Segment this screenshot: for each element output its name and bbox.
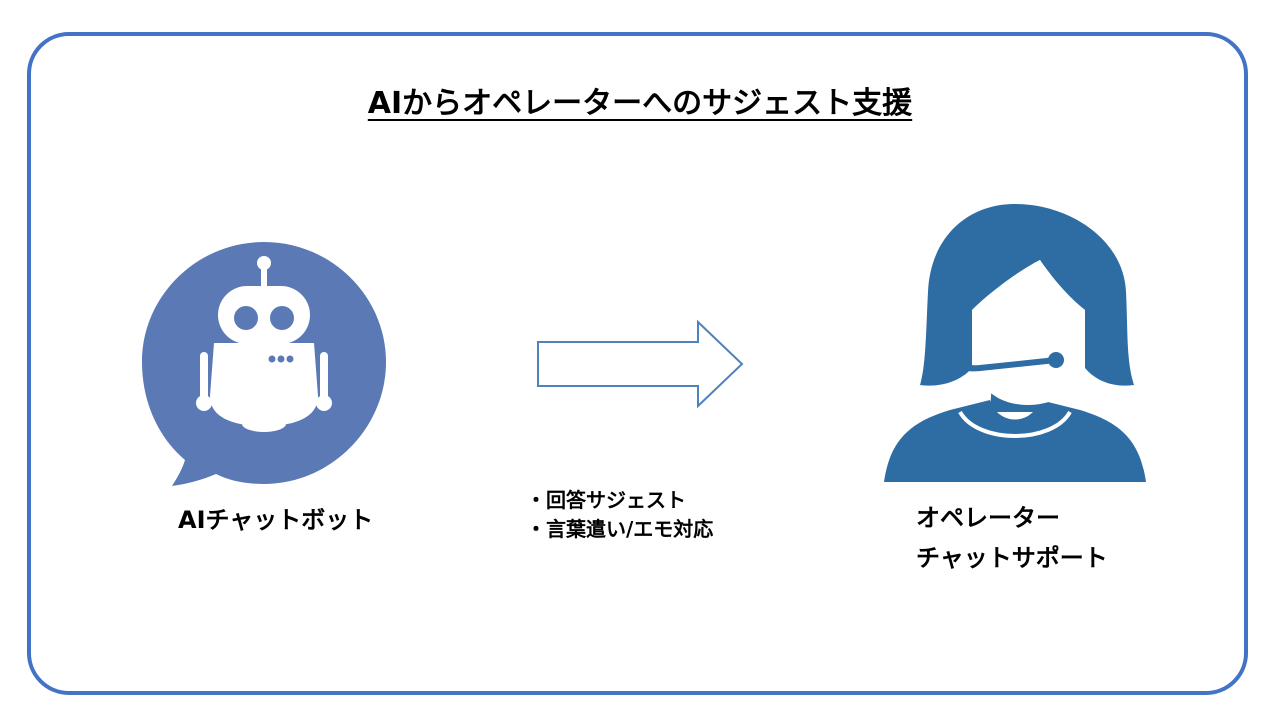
right-arrow-icon (537, 319, 744, 409)
feature-item-answer-suggest: ・回答サジェスト (526, 488, 686, 512)
robot-chat-bubble-icon (142, 242, 386, 486)
diagram-title: AIからオペレーターへのサジェスト支援 (0, 80, 1280, 128)
rounded-frame (27, 32, 1248, 695)
diagram-title-text: AIからオペレーターへのサジェスト支援 (367, 86, 913, 121)
feature-list: ・回答サジェスト ・言葉遣い/エモ対応 (526, 486, 713, 544)
robot-figure (196, 256, 332, 432)
operator-label-line-1: オペレーター (916, 504, 1060, 532)
operator-headset-icon (884, 204, 1146, 482)
operator-label-line-2: チャットサポート (916, 544, 1108, 572)
operator-label: オペレーター チャットサポート (916, 500, 1108, 580)
feature-item-wording-emotion: ・言葉遣い/エモ対応 (526, 517, 714, 541)
bot-label: AIチャットボット (178, 506, 374, 534)
